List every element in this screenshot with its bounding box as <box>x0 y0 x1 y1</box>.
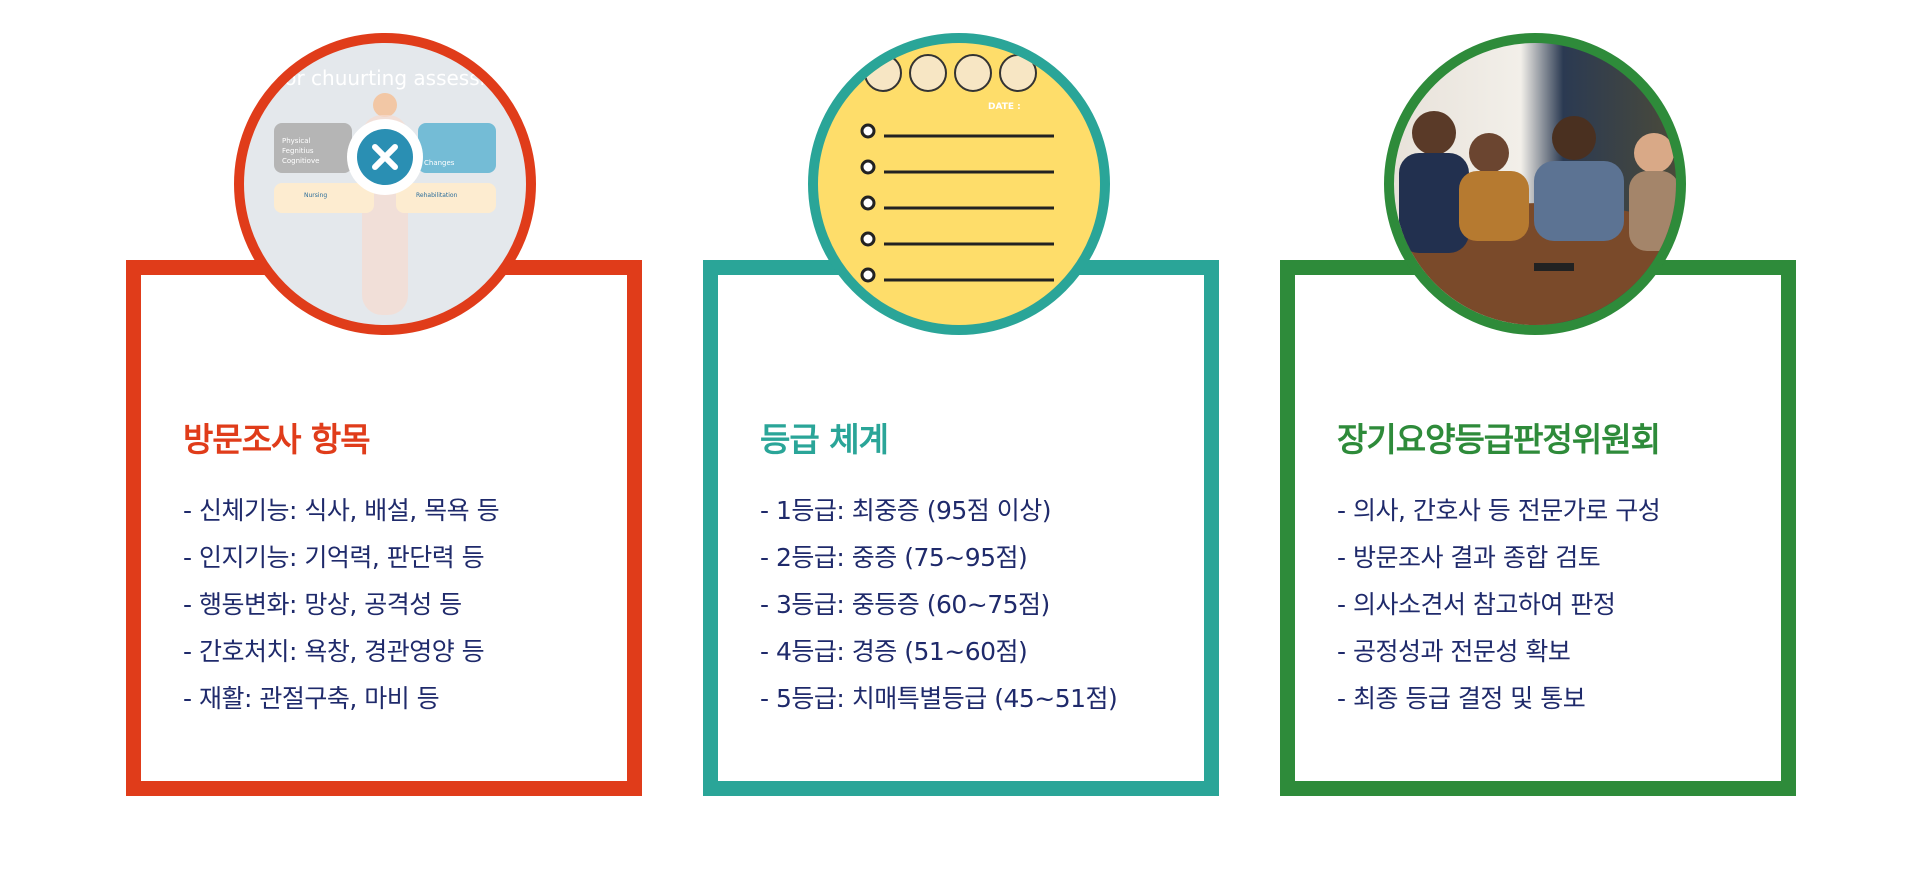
committee-meeting-photo <box>1384 33 1686 335</box>
list-item: - 인지기능: 기억력, 판단력 등 <box>183 543 485 572</box>
list-item: - 공정성과 전문성 확보 <box>1337 637 1571 666</box>
svg-text:Changes: Changes <box>424 159 455 167</box>
item-list: - 신체기능: 식사, 배설, 목욕 등 - 인지기능: 기억력, 판단력 등 … <box>183 487 500 722</box>
list-item: - 의사, 간호사 등 전문가로 구성 <box>1337 496 1661 525</box>
list-item: - 최종 등급 결정 및 통보 <box>1337 684 1586 713</box>
list-item: - 방문조사 결과 종합 검토 <box>1337 543 1601 572</box>
svg-text:Fegnitius: Fegnitius <box>282 147 314 155</box>
checklist-illustration-image: DATE : <box>808 33 1110 335</box>
list-item: - 의사소견서 참고하여 판정 <box>1337 590 1616 619</box>
svg-text:Rehabilitation: Rehabilitation <box>416 192 458 199</box>
list-item: - 간호처치: 욕창, 경관영양 등 <box>183 637 485 666</box>
list-item: - 4등급: 경증 (51~60점) <box>760 637 1028 666</box>
svg-text:Nursing: Nursing <box>304 192 327 199</box>
svg-text:Physical: Physical <box>282 137 311 145</box>
svg-text:Cognitiove: Cognitiove <box>282 157 319 165</box>
assessment-infographic-image: a for chuurting assessme Physical Fegnit… <box>234 33 536 335</box>
list-item: - 1등급: 최중증 (95점 이상) <box>760 496 1051 525</box>
infographic-heading: a for chuurting assessme <box>259 66 512 90</box>
card-title: 등급 체계 <box>760 420 889 459</box>
list-item: - 신체기능: 식사, 배설, 목욕 등 <box>183 496 500 525</box>
card-grading-committee: 장기요양등급판정위원회 - 의사, 간호사 등 전문가로 구성 - 방문조사 결… <box>1280 260 1796 796</box>
list-item: - 5등급: 치매특별등급 (45~51점) <box>760 684 1118 713</box>
card-visit-survey: 방문조사 항목 - 신체기능: 식사, 배설, 목욕 등 - 인지기능: 기억력… <box>126 260 642 796</box>
date-label: DATE : <box>988 102 1021 112</box>
card-title: 장기요양등급판정위원회 <box>1337 420 1661 459</box>
card-title: 방문조사 항목 <box>183 420 371 459</box>
item-list: - 의사, 간호사 등 전문가로 구성 - 방문조사 결과 종합 검토 - 의사… <box>1337 487 1661 722</box>
list-item: - 3등급: 중등증 (60~75점) <box>760 590 1050 619</box>
list-item: - 재활: 관절구축, 마비 등 <box>183 684 440 713</box>
list-item: - 행동변화: 망상, 공격성 등 <box>183 590 462 619</box>
list-item: - 2등급: 중증 (75~95점) <box>760 543 1028 572</box>
item-list: - 1등급: 최중증 (95점 이상) - 2등급: 중증 (75~95점) -… <box>760 487 1118 722</box>
card-grade-system: 등급 체계 - 1등급: 최중증 (95점 이상) - 2등급: 중증 (75~… <box>703 260 1219 796</box>
